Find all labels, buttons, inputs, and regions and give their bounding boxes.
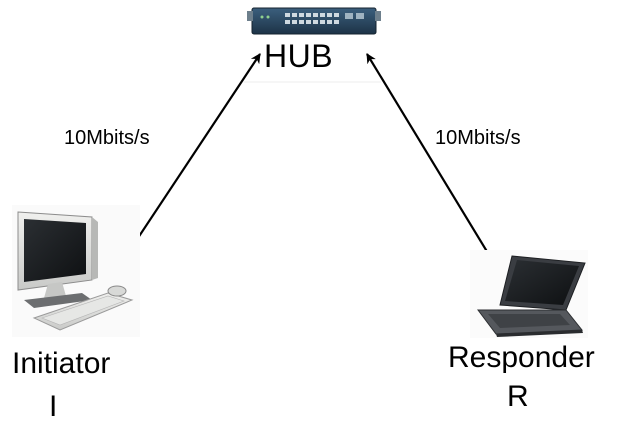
link-right-speed: 10Mbits/s	[435, 127, 521, 149]
responder-letter: R	[507, 380, 529, 413]
initiator-letter: I	[49, 390, 58, 423]
link-left-speed: 10Mbits/s	[64, 127, 150, 149]
laptop-icon	[470, 250, 588, 338]
link-right-arrow	[366, 53, 498, 269]
hub-label: HUB	[264, 38, 334, 74]
network-switch-icon	[247, 7, 381, 35]
desktop-computer-icon	[12, 205, 140, 337]
initiator-name: Initiator	[12, 347, 111, 380]
responder-name: Responder	[448, 341, 595, 374]
link-left-arrow	[117, 53, 261, 269]
